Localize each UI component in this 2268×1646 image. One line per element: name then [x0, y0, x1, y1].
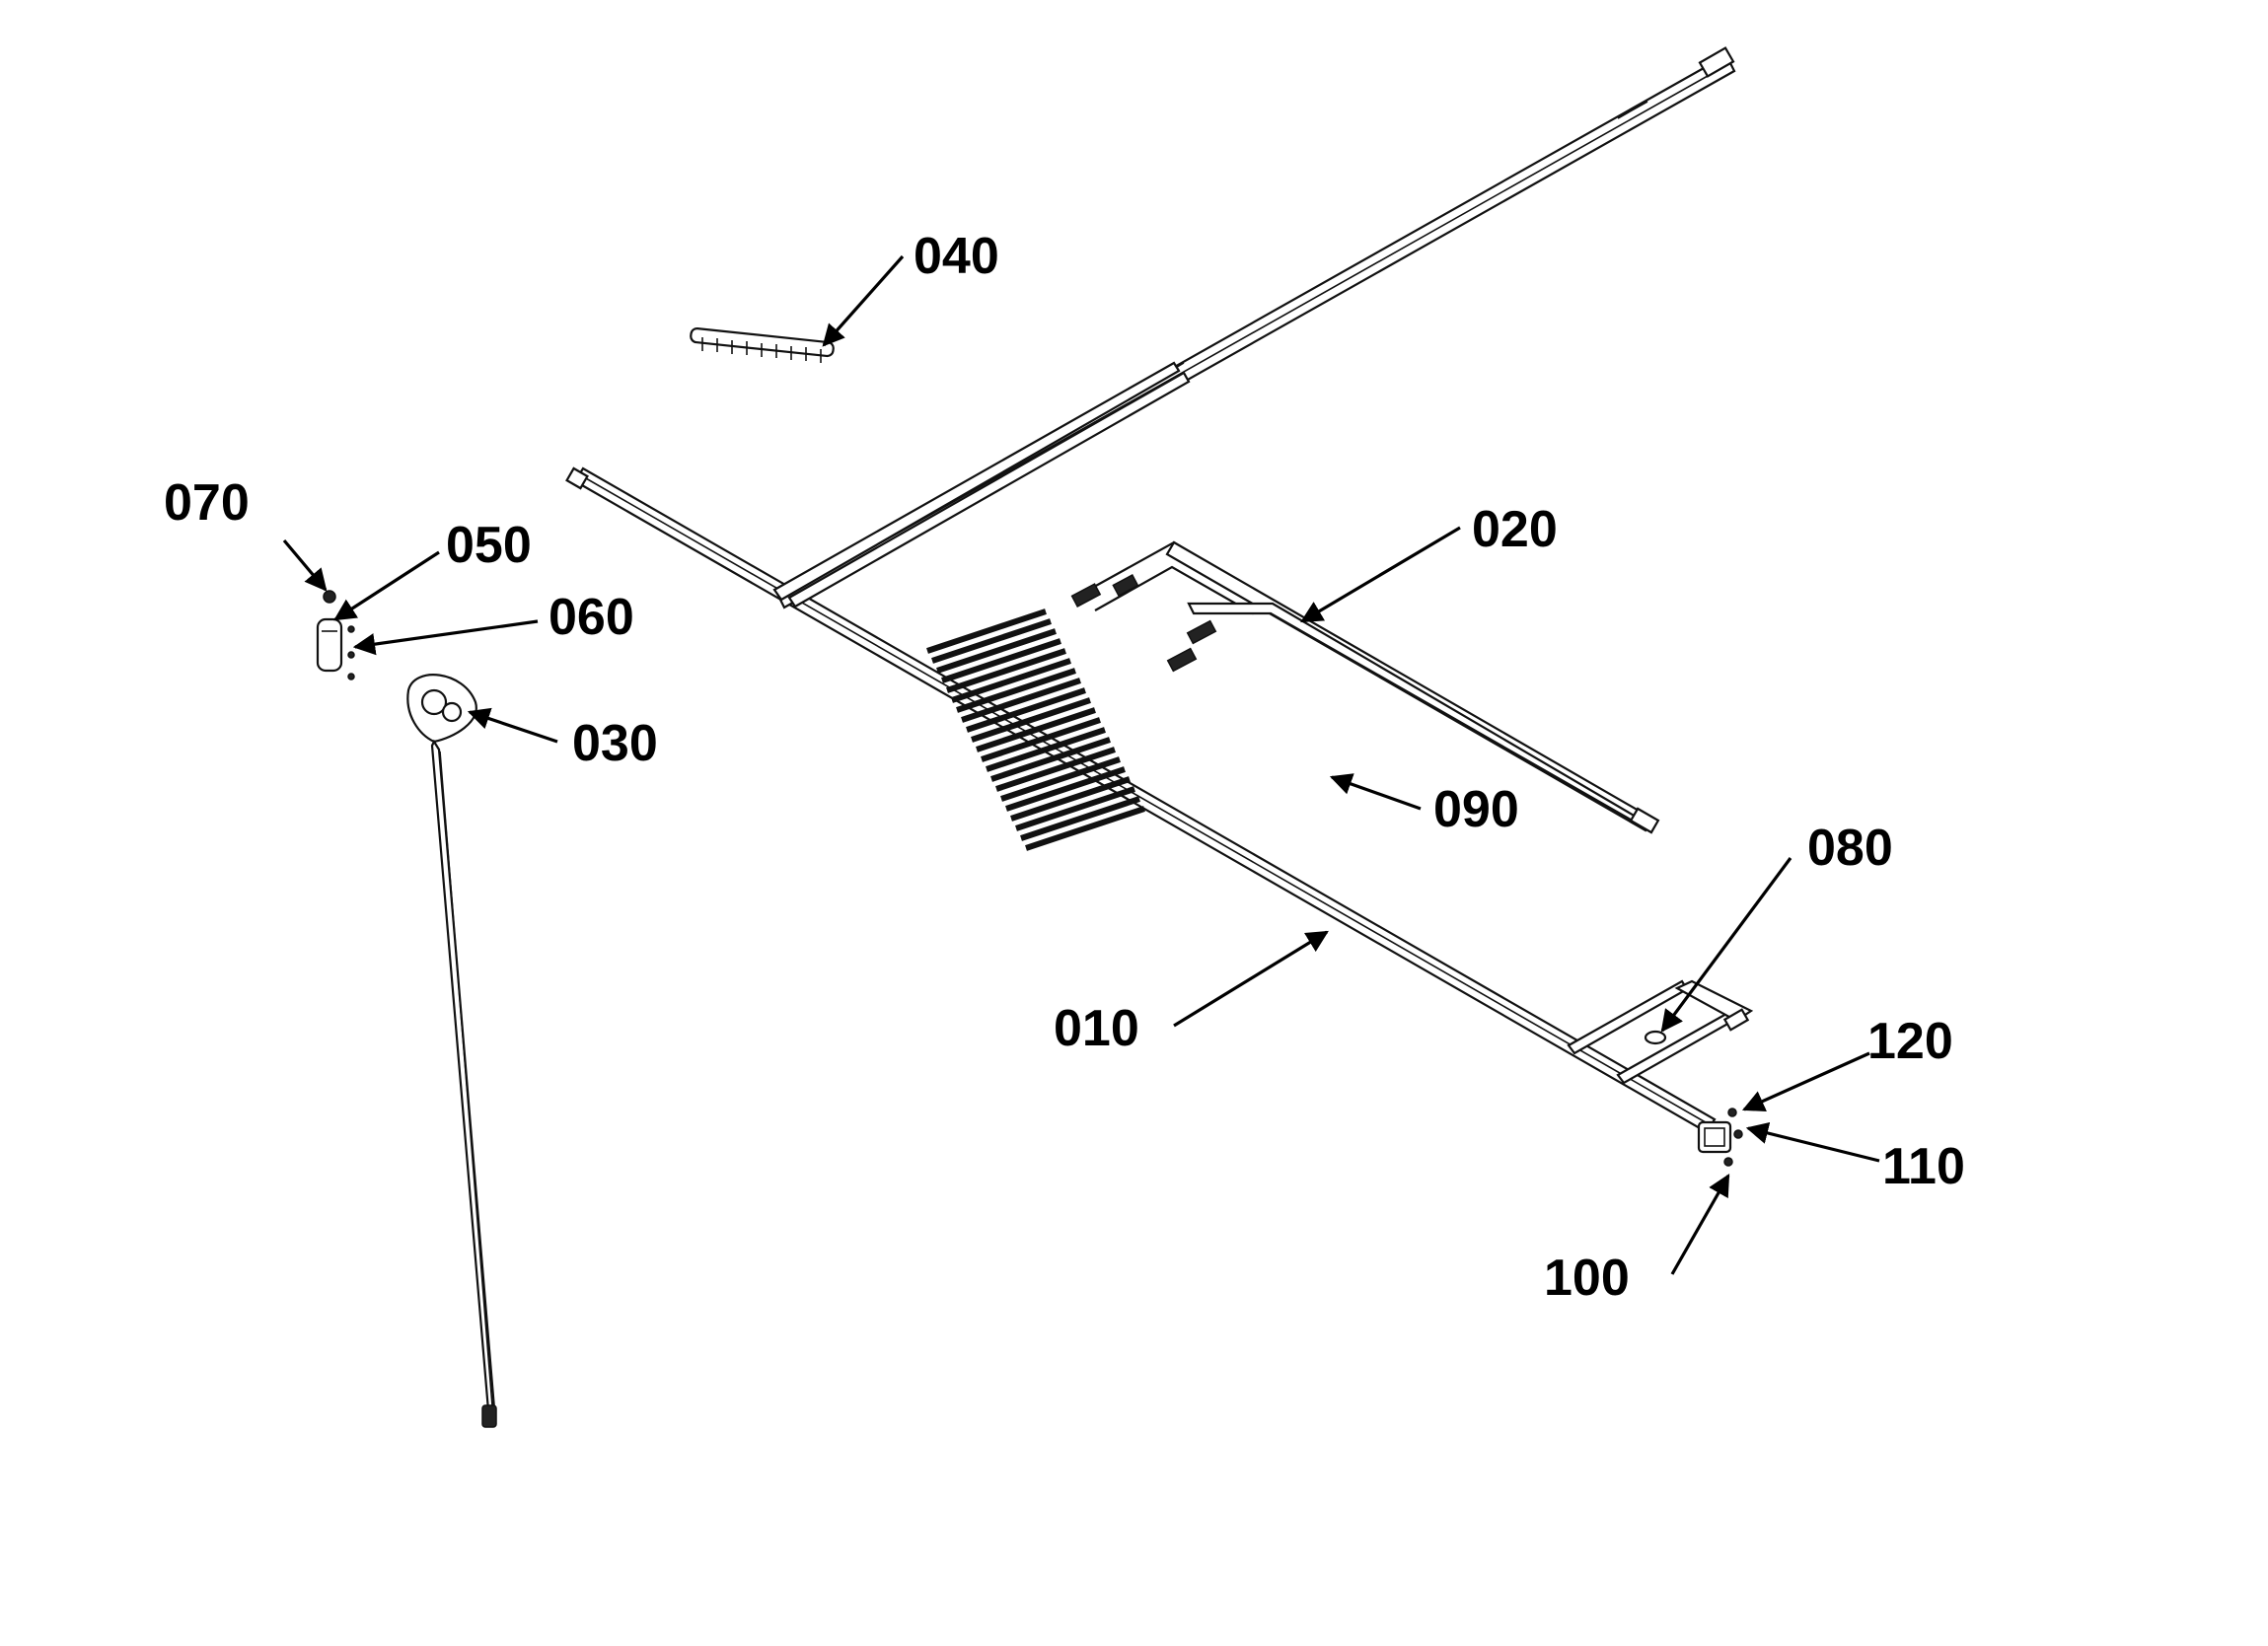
part-120-nut — [1727, 1108, 1737, 1117]
callout-020: 020 — [1472, 501, 1558, 558]
callout-labels: 010 020 030 040 050 060 070 080 090 100 … — [164, 228, 1965, 1307]
part-070-screw — [323, 590, 336, 604]
part-050-bracket — [316, 617, 343, 673]
callout-100: 100 — [1544, 1250, 1630, 1307]
callout-070: 070 — [164, 474, 250, 532]
leader-lines — [282, 254, 1880, 1275]
callout-110: 110 — [1882, 1138, 1965, 1195]
cross-bar — [772, 361, 1191, 608]
callout-050: 050 — [446, 517, 532, 574]
part-040-spring — [690, 327, 835, 363]
callout-040: 040 — [914, 228, 999, 285]
part-010-lead-rail — [565, 466, 1717, 1134]
part-020-arm-frame — [1070, 540, 1660, 834]
callout-060: 060 — [549, 589, 634, 646]
part-100-screw — [1723, 1157, 1733, 1167]
callout-090: 090 — [1433, 781, 1519, 838]
part-030-crank-wand — [406, 674, 497, 1428]
part-090-slats — [926, 608, 1145, 851]
part-080-end-bracket — [1567, 979, 1754, 1085]
callout-080: 080 — [1807, 820, 1893, 877]
callout-120: 120 — [1867, 1013, 1953, 1070]
callout-030: 030 — [572, 715, 658, 772]
part-100-end-cap — [1697, 1120, 1732, 1154]
callout-010: 010 — [1054, 1000, 1139, 1057]
part-060-pins — [347, 625, 355, 680]
part-110-washer — [1733, 1129, 1743, 1139]
